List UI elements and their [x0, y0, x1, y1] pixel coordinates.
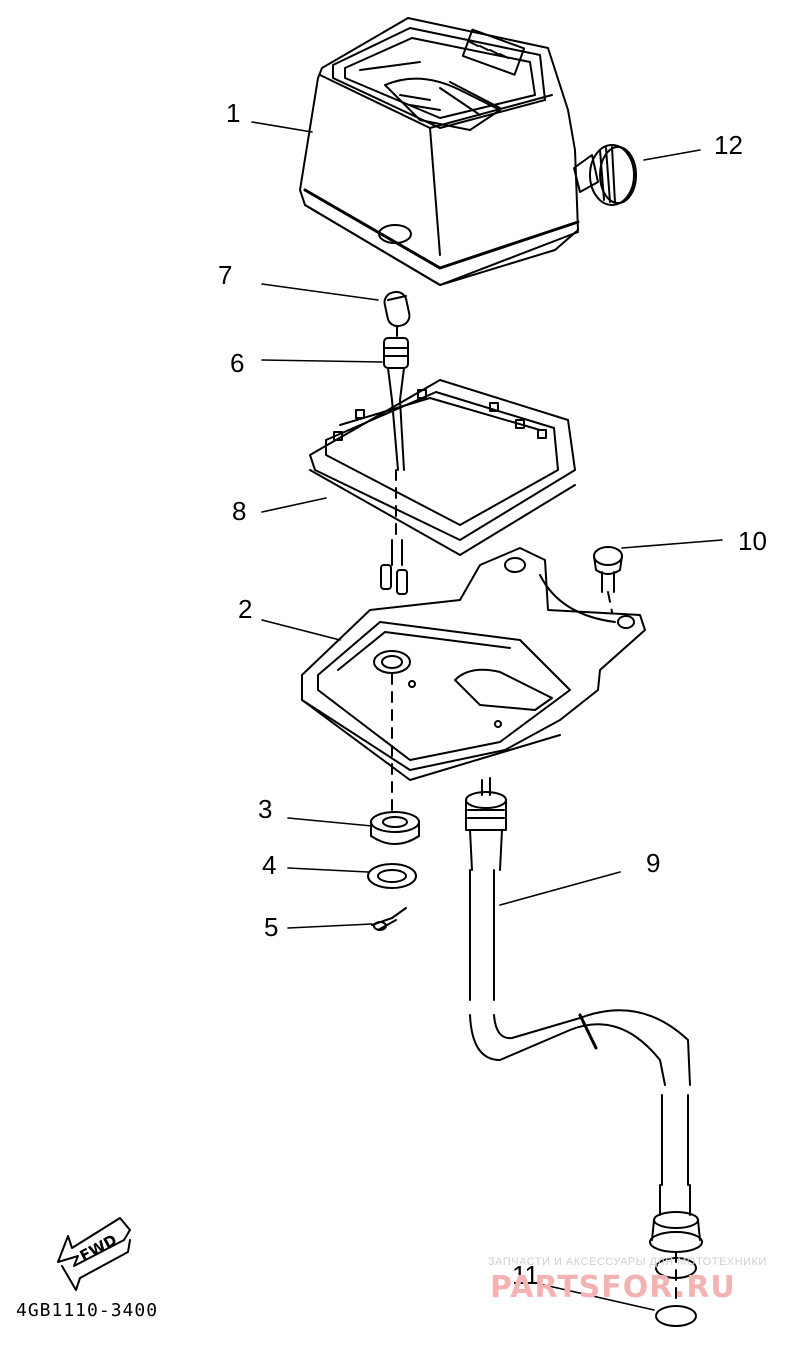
callout-3: 3	[258, 794, 273, 824]
bulb-socket-cord	[380, 337, 409, 595]
meter-gasket	[309, 379, 576, 556]
callout-2: 2	[238, 594, 253, 624]
retaining-clip	[371, 907, 407, 931]
watermark-tagline: ЗАПЧАСТИ И АКСЕССУАРЫ ДЛЯ МОТОТЕХНИКИ	[488, 1256, 767, 1268]
leader-lines	[251, 121, 723, 1311]
fwd-arrow-icon: FWD	[57, 1217, 131, 1291]
watermark-brand: PARTSFOR.RU	[490, 1270, 736, 1305]
meter-bracket	[301, 547, 646, 781]
callout-10: 10	[738, 526, 767, 556]
speedometer-housing	[299, 17, 580, 286]
callout-6: 6	[230, 348, 245, 378]
speedometer-cable	[465, 777, 703, 1253]
washer	[367, 863, 417, 889]
callout-11: 11	[512, 1260, 539, 1290]
callout-12: 12	[714, 130, 743, 160]
callout-4: 4	[262, 850, 277, 880]
callout-5: 5	[264, 912, 279, 942]
trip-reset-knob	[573, 144, 637, 206]
assembly-lines	[391, 325, 677, 1307]
rubber-grommet	[370, 811, 420, 845]
mounting-bolt	[593, 546, 623, 593]
drawing-code: 4GB1110-3400	[16, 1300, 159, 1321]
callout-8: 8	[232, 496, 247, 526]
callout-9: 9	[646, 848, 661, 878]
callout-7: 7	[218, 260, 233, 290]
indicator-bulb	[383, 290, 411, 328]
callout-1: 1	[226, 98, 241, 128]
